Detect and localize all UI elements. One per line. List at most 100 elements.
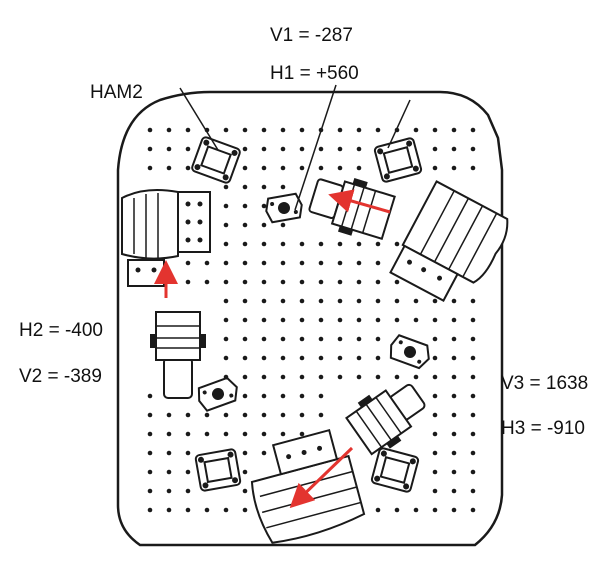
mounting-hole	[223, 412, 229, 418]
mounting-hole	[185, 507, 191, 513]
leader-line-top-right	[387, 99, 411, 149]
mounting-hole	[261, 146, 267, 152]
mounting-hole	[451, 412, 457, 418]
mounting-hole	[242, 336, 248, 342]
mounting-hole	[261, 279, 267, 285]
table-outline	[116, 90, 504, 547]
mounting-hole	[280, 146, 286, 152]
mounting-hole	[318, 336, 324, 342]
actuator-h3	[345, 383, 426, 456]
mounting-hole	[451, 450, 457, 456]
mounting-hole	[147, 146, 153, 152]
mounting-hole	[223, 279, 229, 285]
mounting-hole	[337, 165, 343, 171]
mounting-hole	[261, 184, 267, 190]
mounting-hole	[432, 355, 438, 361]
arrow-h1	[328, 189, 391, 214]
mounting-hole	[470, 146, 476, 152]
mounting-hole	[280, 431, 286, 437]
mounting-hole	[432, 393, 438, 399]
mounting-hole	[299, 260, 305, 266]
mounting-hole	[356, 279, 362, 285]
mounting-hole	[299, 279, 305, 285]
label-h2: H2 = -400	[19, 320, 103, 341]
mounting-hole	[185, 279, 191, 285]
mounting-hole	[223, 336, 229, 342]
mounting-hole	[166, 469, 172, 475]
mounting-hole	[470, 488, 476, 494]
mounting-hole	[299, 336, 305, 342]
mounting-hole	[261, 431, 267, 437]
mounting-hole	[356, 260, 362, 266]
mounting-hole	[242, 260, 248, 266]
mounting-hole	[451, 431, 457, 437]
mounting-hole	[242, 507, 248, 513]
mounting-hole	[147, 127, 153, 133]
mounting-hole	[261, 241, 267, 247]
mounting-hole	[166, 507, 172, 513]
mounting-hole	[261, 355, 267, 361]
mounting-hole	[413, 127, 419, 133]
mounting-hole	[451, 146, 457, 152]
mounting-hole	[356, 336, 362, 342]
mounting-hole	[242, 431, 248, 437]
mounting-hole	[242, 374, 248, 380]
mounting-hole	[223, 241, 229, 247]
mounting-hole	[337, 127, 343, 133]
mounting-hole	[185, 165, 191, 171]
mounting-hole	[413, 374, 419, 380]
mounting-hole	[337, 355, 343, 361]
mounting-hole	[432, 298, 438, 304]
mounting-hole	[280, 184, 286, 190]
mounting-hole	[356, 298, 362, 304]
mounting-hole	[185, 450, 191, 456]
mounting-hole	[470, 317, 476, 323]
corner-bracket-bottom-right	[370, 447, 420, 493]
mounting-hole	[413, 507, 419, 513]
mounting-hole	[432, 317, 438, 323]
mounting-hole	[261, 222, 267, 228]
mounting-hole	[356, 127, 362, 133]
mounting-hole	[261, 127, 267, 133]
mounting-hole	[299, 165, 305, 171]
mounting-hole	[356, 146, 362, 152]
mounting-hole	[394, 279, 400, 285]
mounting-hole	[470, 469, 476, 475]
mounting-hole	[223, 222, 229, 228]
mounting-hole	[299, 317, 305, 323]
mounting-hole	[280, 222, 286, 228]
mounting-hole	[337, 146, 343, 152]
label-v1: V1 = -287	[270, 25, 353, 46]
corner-bracket-top-left	[191, 136, 241, 184]
mounting-hole	[223, 184, 229, 190]
mounting-hole	[147, 393, 153, 399]
mounting-hole	[318, 412, 324, 418]
mounting-hole	[337, 279, 343, 285]
mounting-hole	[432, 450, 438, 456]
mounting-hole	[166, 450, 172, 456]
clamp-right	[389, 334, 430, 370]
mounting-hole	[337, 260, 343, 266]
mounting-hole	[394, 298, 400, 304]
mounting-hole	[261, 260, 267, 266]
mounting-hole	[261, 393, 267, 399]
mounting-hole	[470, 412, 476, 418]
mounting-hole	[337, 317, 343, 323]
mounting-hole	[242, 317, 248, 323]
mounting-hole	[451, 165, 457, 171]
mounting-hole	[432, 374, 438, 380]
mounting-hole	[432, 336, 438, 342]
mounting-hole	[223, 260, 229, 266]
mounting-hole	[223, 355, 229, 361]
mounting-hole	[261, 412, 267, 418]
mounting-hole	[432, 488, 438, 494]
mounting-hole	[470, 393, 476, 399]
mounting-hole	[261, 203, 267, 209]
mounting-hole	[280, 279, 286, 285]
mounting-hole	[318, 165, 324, 171]
mounting-hole	[166, 146, 172, 152]
mounting-hole	[318, 355, 324, 361]
mounting-hole	[299, 241, 305, 247]
mounting-hole	[451, 393, 457, 399]
